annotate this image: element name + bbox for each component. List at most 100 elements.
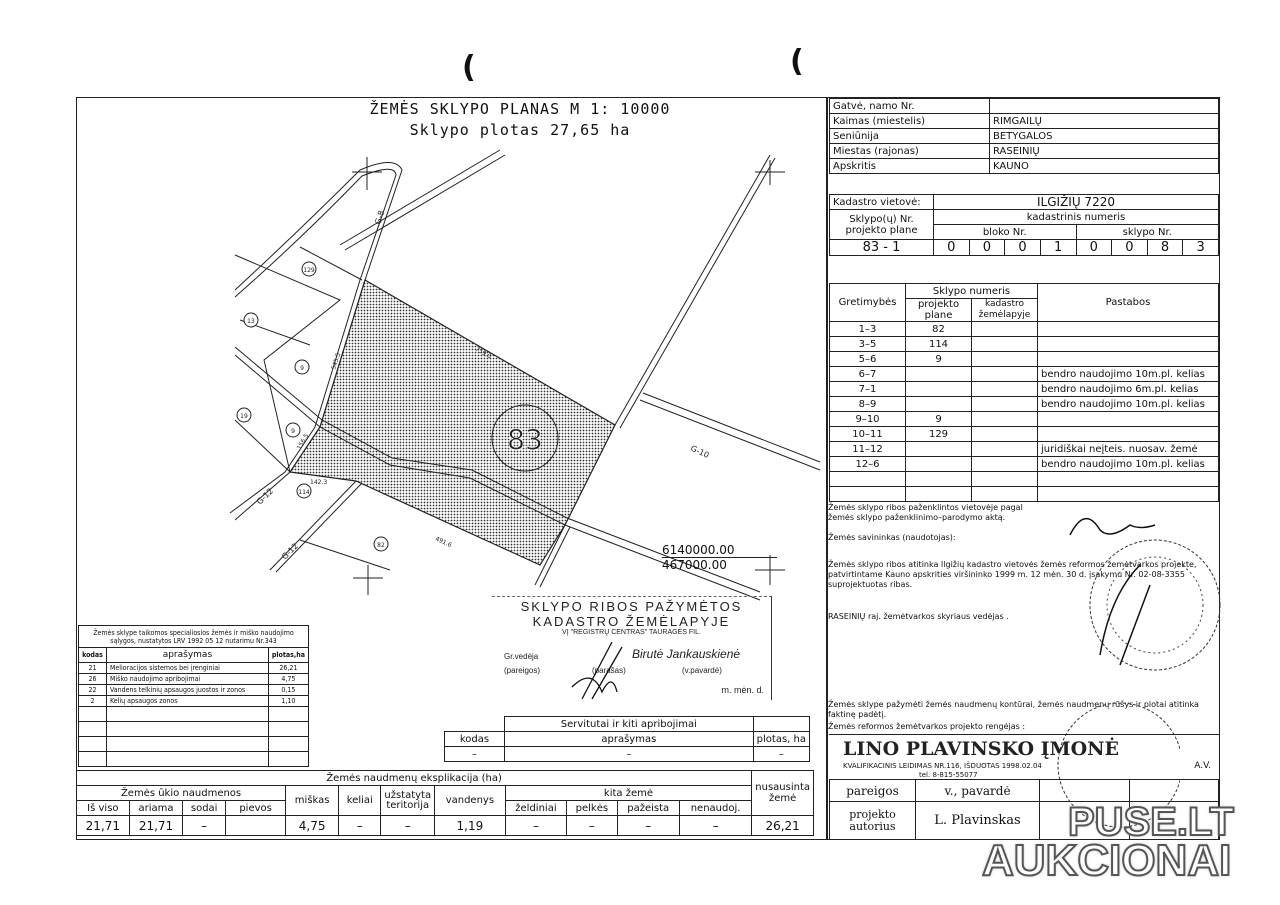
- note-designer: Žemės reformos žemėtvarkos projekto reng…: [828, 722, 1026, 731]
- signature: [1069, 518, 1156, 666]
- cadastre-location: ILGIŽIŲ 7220: [933, 194, 1219, 210]
- road: [614, 154, 776, 429]
- svg-text:114: 114: [298, 489, 310, 496]
- seal-stamp: [1069, 518, 1221, 671]
- explication-value: [225, 815, 287, 836]
- neighbor-labels: 129 13 9 19 9 114 82: [236, 261, 389, 552]
- coordinate-y: 467000.00: [662, 558, 727, 572]
- signature: [571, 641, 623, 700]
- plot-83-area: [288, 279, 616, 566]
- road: [234, 346, 761, 593]
- company-phone: tel. 8-815-55077: [919, 771, 978, 779]
- explication-value: –: [338, 815, 382, 836]
- note-head: RASEINIŲ raj. žemėtvarkos skyriaus vedėj…: [828, 612, 1009, 621]
- svg-text:82: 82: [377, 542, 385, 549]
- seal-place: A.V.: [1194, 761, 1211, 771]
- coordinate-x: 6140000.00: [662, 543, 777, 558]
- explication-value: 21,71: [128, 815, 184, 836]
- cadastre-digit: 1: [1039, 239, 1077, 256]
- note-marking: Žemės sklypo ribos paženklintos vietovėj…: [828, 503, 1023, 522]
- divider: [826, 97, 828, 840]
- svg-text:491.6: 491.6: [434, 535, 453, 549]
- address-row: Gatvė, namo Nr.: [829, 98, 1219, 114]
- svg-text:9: 9: [291, 428, 295, 435]
- company-license: KVALIFIKACINIS LEIDIMAS NR.116, IŠDUOTAS…: [843, 762, 1042, 770]
- cadastre-digit: 3: [1182, 239, 1219, 256]
- road: [234, 162, 403, 521]
- note-owner: Žemės savininkas (naudotojas):: [828, 533, 956, 542]
- svg-text:129: 129: [303, 267, 315, 274]
- plot-label: Sklypo(ų) Nr. projekto plane: [829, 209, 934, 240]
- explication-value: –: [504, 815, 568, 836]
- explication-value: 1,19: [434, 815, 506, 836]
- cadastre-digit: 0: [968, 239, 1006, 256]
- explication-value: 21,71: [76, 815, 130, 836]
- address-row: Kaimas (miestelis)RIMGAILŲ: [829, 113, 1219, 129]
- watermark-line-1: PUSE.LT: [1067, 799, 1235, 845]
- road: [339, 149, 506, 251]
- boundary: [234, 246, 391, 571]
- crosshair: [352, 157, 785, 595]
- svg-text:G-12: G-12: [280, 541, 300, 561]
- cadastre-digit: 0: [1004, 239, 1041, 256]
- svg-text:G-10: G-10: [689, 444, 710, 460]
- explication-value: –: [566, 815, 618, 836]
- explication-value: –: [182, 815, 227, 836]
- watermark-line-2: AUKCIONAI: [981, 835, 1232, 886]
- svg-text:142.3: 142.3: [310, 479, 327, 486]
- road: [639, 392, 821, 471]
- cadastre-digit: 0: [1111, 239, 1148, 256]
- plot-number: 83: [507, 423, 543, 456]
- cadastre-digit: 0: [1075, 239, 1113, 256]
- plan-title: ŽEMĖS SKLYPO PLANAS M 1: 10000: [369, 100, 671, 118]
- company-name: LINO PLAVINSKO ĮMONĖ: [843, 738, 1119, 760]
- note-compliance: Žemės sklypo ribos atitinka Ilgižių kada…: [828, 560, 1197, 589]
- cadastre-digit: 0: [933, 239, 970, 256]
- document-frame: [76, 97, 1220, 840]
- company-block: LINO PLAVINSKO ĮMONĖ KVALIFIKACINIS LEID…: [829, 734, 1219, 840]
- explication-table: Žemės naudmenų eksplikacija (ha)nusausin…: [75, 770, 814, 836]
- road: [234, 354, 761, 601]
- punch-mark: (: [790, 44, 804, 79]
- cadastre-label: Kadastro vietovė:: [829, 194, 934, 210]
- svg-text:19: 19: [240, 413, 248, 420]
- cadastre-digit: 8: [1146, 239, 1184, 256]
- svg-text:13: 13: [247, 318, 255, 325]
- road: [229, 168, 397, 514]
- punch-mark: (: [462, 50, 476, 85]
- plot-number-cell: 83 - 1: [829, 239, 934, 256]
- plot-map: 83 129 13 9 19 9 114 82 G-8 G-12 G-12 G-…: [229, 149, 821, 601]
- plot-area: Sklypo plotas 27,65 ha: [409, 121, 631, 139]
- svg-text:G-8: G-8: [373, 209, 386, 225]
- road: [269, 480, 363, 573]
- explication-value: 26,21: [751, 815, 814, 836]
- note-contours: Žemės sklype pažymėti žemės naudmenų kon…: [828, 700, 1199, 719]
- explication-value: 4,75: [285, 815, 340, 836]
- road: [534, 524, 571, 588]
- explication-value: –: [616, 815, 680, 836]
- restrictions-table: Žemės sklype taikomos specialiosios žemė…: [78, 625, 310, 767]
- cadastre-table: Kadastro vietovė:ILGIŽIŲ 7220 Sklypo(ų) …: [829, 194, 1219, 256]
- address-table: Gatvė, namo Nr.Kaimas (miestelis)RIMGAIL…: [829, 98, 1219, 174]
- registry-stamp: SKLYPO RIBOS PAŽYMĖTOS KADASTRO ŽEMĖLAPY…: [492, 596, 772, 700]
- svg-text:G-12: G-12: [255, 486, 275, 506]
- address-row: Miestas (rajonas)RASEINIŲ: [829, 143, 1219, 159]
